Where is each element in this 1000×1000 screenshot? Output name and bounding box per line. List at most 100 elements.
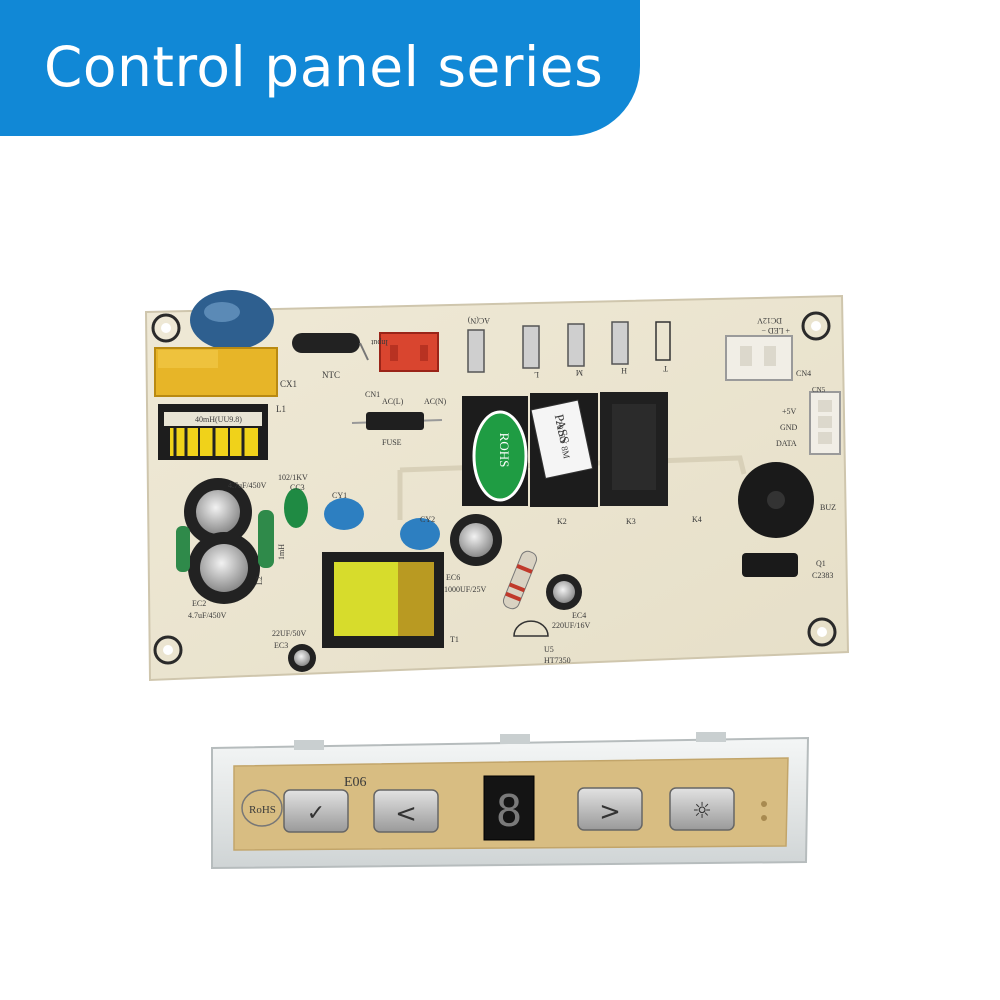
silk-led: + LED − <box>761 326 790 335</box>
indicator-led <box>761 815 767 821</box>
terminal-l <box>522 325 540 369</box>
button-decrease[interactable]: < <box>373 789 439 833</box>
y-capacitor-cy1 <box>324 498 364 530</box>
silk-ec6-val: 1000UF/25V <box>444 585 486 594</box>
silk-ht7350: HT7350 <box>544 656 571 665</box>
indicator-led <box>761 801 767 807</box>
silk-ec6: EC6 <box>446 573 460 582</box>
silk-dc12v: DC12V <box>757 316 782 325</box>
chevron-left-icon: < <box>395 799 417 829</box>
pass-sticker: PASS <box>552 413 573 445</box>
terminal-m <box>567 323 585 367</box>
light-icon: ☼ <box>692 799 712 824</box>
inductor <box>176 526 190 572</box>
transistor-q1 <box>742 553 798 577</box>
silk-ec4: EC4 <box>572 611 586 620</box>
silk-k4: K4 <box>692 515 702 524</box>
capacitor-ec6 <box>450 514 502 566</box>
silk-u5: U5 <box>544 645 554 654</box>
led-connector <box>725 335 793 381</box>
silk-mh: 1mH <box>277 544 286 560</box>
relay-k3 <box>600 392 668 506</box>
silk-fuse: FUSE <box>382 438 402 447</box>
capacitor-ec2 <box>188 532 260 604</box>
silk-acn-top: AC(N) <box>467 316 490 325</box>
silk-k3: K3 <box>626 517 636 526</box>
silk-cc3: CC3 <box>290 483 305 492</box>
mounting-hole <box>801 311 831 341</box>
silk-term-l: L <box>534 370 539 379</box>
silk-t1: T1 <box>450 635 459 644</box>
resistor <box>502 550 538 610</box>
silk-cn5: CN5 <box>812 386 826 394</box>
varistor <box>190 290 274 350</box>
capacitor-cc3 <box>284 488 308 528</box>
terminal-t <box>655 321 671 361</box>
fan-speed-icon: ✓ <box>307 801 325 826</box>
rohs-sticker: ROHS <box>472 410 528 502</box>
relay-k2: PASS 2019Y 8M <box>530 393 598 507</box>
fuse <box>351 412 443 430</box>
silk-data: DATA <box>776 439 797 448</box>
silk-gnd: GND <box>780 423 798 432</box>
silk-cy2: CY2 <box>420 515 435 524</box>
banner-title: Control panel series <box>44 35 604 99</box>
silk-term-t: T <box>663 364 668 373</box>
common-mode-choke <box>158 404 268 460</box>
capacitor-ec1 <box>184 478 252 546</box>
title-banner: Control panel series <box>0 0 640 136</box>
silk-cn4: CN4 <box>796 369 811 378</box>
silk-term-m: M <box>576 368 583 377</box>
seven-segment-display: 8 <box>483 775 535 841</box>
silk-cx1: CX1 <box>280 379 297 389</box>
display-key-board: E06 RoHS ✓ < 8 > ☼ <box>211 732 810 870</box>
x-capacitor <box>154 347 278 397</box>
display-digit: 8 <box>496 786 523 837</box>
button-increase[interactable]: > <box>577 787 643 831</box>
mounting-hole <box>151 313 181 343</box>
regulator-u5 <box>513 620 549 637</box>
board-code: E06 <box>344 775 367 790</box>
buzzer <box>738 462 814 538</box>
silk-ec2-val: 4.7uF/450V <box>188 611 227 620</box>
silk-ec4-val: 220UF/16V <box>552 621 590 630</box>
svg-text:RoHS: RoHS <box>249 804 276 816</box>
button-light[interactable]: ☼ <box>669 787 735 831</box>
silk-term-h: H <box>621 366 627 375</box>
silk-102: 102/1KV <box>278 473 308 482</box>
silk-cy1: CY1 <box>332 491 347 500</box>
silk-c2383: C2383 <box>812 571 833 580</box>
silk-coil: 40mH(UU9.8) <box>195 415 242 424</box>
main-control-board: CX1 L1 40mH(UU9.8) NTC Input CN1 <box>144 290 850 682</box>
terminal-h <box>611 321 629 365</box>
silk-acl: AC(L) <box>382 397 404 406</box>
silk-5v: +5V <box>782 407 797 416</box>
silk-450v: 4.7uF/450V <box>228 481 267 490</box>
silk-ec3: EC3 <box>274 641 288 650</box>
display-connector <box>809 391 841 455</box>
rohs-mark: RoHS <box>241 789 283 827</box>
silk-q1: Q1 <box>816 559 826 568</box>
transformer-t1 <box>322 552 444 648</box>
y-capacitor-cy2 <box>400 518 440 550</box>
mounting-hole <box>153 635 183 665</box>
mounting-hole <box>807 617 837 647</box>
silk-acn: AC(N) <box>424 397 447 406</box>
silk-l1: L1 <box>276 404 286 414</box>
rohs-label: ROHS <box>497 433 512 468</box>
silk-ec-small: 22UF/50V <box>272 629 306 638</box>
capacitor-ec4 <box>546 574 582 610</box>
ntc-thermistor <box>292 333 369 361</box>
silk-l2: L2 <box>255 576 264 585</box>
silk-buz: BUZ <box>820 503 836 512</box>
silk-ec2: EC2 <box>192 599 206 608</box>
capacitor-ec3 <box>288 644 316 672</box>
silk-k2: K2 <box>557 517 567 526</box>
silk-cn1: CN1 <box>365 390 380 399</box>
silk-input: Input <box>370 338 388 347</box>
inductor-l2 <box>258 510 274 568</box>
chevron-right-icon: > <box>599 797 621 827</box>
power-input-connector <box>379 332 439 372</box>
button-fan[interactable]: ✓ <box>283 789 349 833</box>
